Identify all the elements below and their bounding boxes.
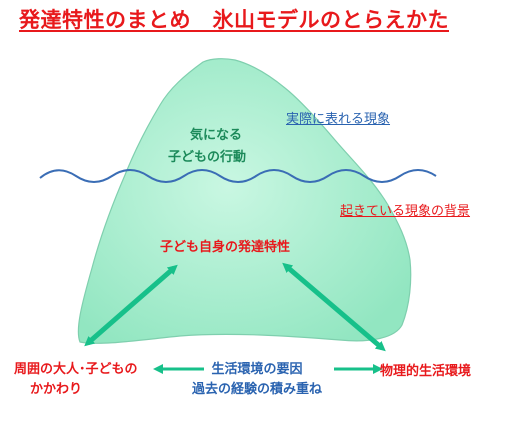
surface-phenomena-label: 実際に表れる現象 [286,112,391,127]
left-factor-label: 周囲の大人･子どもの かかわり [14,360,138,400]
visible-behavior-line2: 子どもの行動 [168,150,247,165]
arrow-left-core [84,264,178,347]
background-label: 起きている現象の背景 [340,204,471,219]
arrow-right-core [282,262,386,352]
core-trait-label: 子ども自身の発達特性 [160,240,291,255]
visible-behavior-line1: 気になる [190,128,243,143]
water-surface-wave [39,169,437,183]
left-factor-line1: 周囲の大人･子どもの [14,362,138,377]
left-factor-line2: かかわり [30,382,83,397]
center-factor-line2: 過去の経験の積み重ね [192,382,323,397]
right-factor-label: 物理的生活環境 [380,364,472,379]
center-factor-label: 生活環境の要因 過去の経験の積み重ね [192,360,322,400]
center-factor-line1: 生活環境の要因 [211,362,303,377]
page-title: 発達特性のまとめ 氷山モデルのとらえかた [19,8,449,32]
visible-behavior-label: 気になる 子どもの行動 [168,125,246,169]
